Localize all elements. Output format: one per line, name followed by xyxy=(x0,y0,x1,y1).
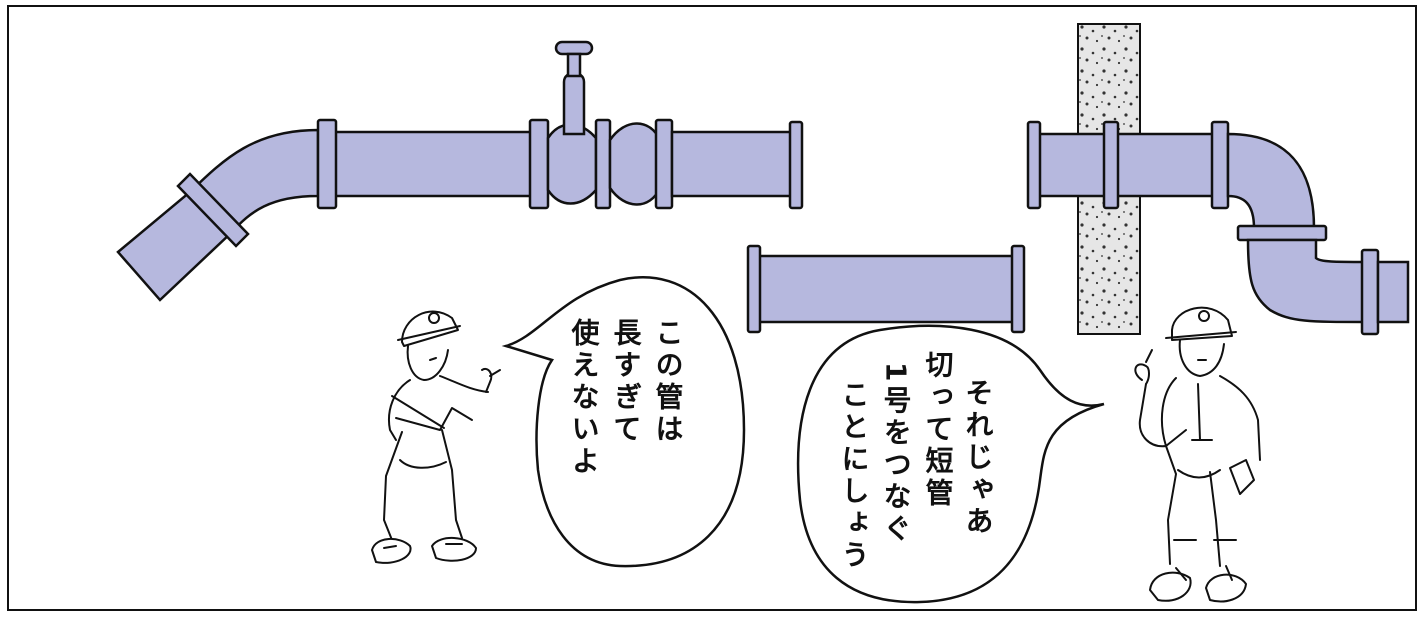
long-loose-pipe xyxy=(746,244,1026,334)
left-bubble-line-2: 長すぎて xyxy=(610,318,643,446)
right-flange-2 xyxy=(1210,120,1230,210)
end-flange xyxy=(788,120,804,210)
left-speech-bubble xyxy=(501,276,746,568)
frame-border xyxy=(7,5,1417,611)
right-bubble-line-4: ことにしょう xyxy=(838,380,871,572)
right-bubble-line-1: それじゃあ xyxy=(962,378,995,538)
right-worker-figure xyxy=(1134,306,1261,603)
pipe-flange-1 xyxy=(316,118,338,210)
right-speech-bubble xyxy=(796,324,1105,604)
right-pipeline xyxy=(1026,120,1410,336)
right-flange-wall xyxy=(1102,120,1120,210)
valve-stem xyxy=(562,71,586,136)
right-elbow-right xyxy=(1246,238,1368,324)
left-bubble-line-3: 使えないよ xyxy=(568,318,601,478)
end-pipe xyxy=(670,130,794,198)
loose-pipe-flange-right xyxy=(1010,244,1026,334)
pipe-flange-2 xyxy=(528,118,550,210)
right-elbow-down xyxy=(1226,132,1316,230)
left-bubble-text: この管は 長すぎて 使えないよ xyxy=(568,318,685,478)
right-bubble-line-2: 切って短管 xyxy=(922,350,955,510)
right-elbow-flange xyxy=(1236,224,1328,242)
left-bubble-line-1: この管は xyxy=(652,318,685,446)
straight-pipe xyxy=(326,130,534,198)
valve-handle xyxy=(554,40,594,56)
right-bubble-line-3: 1号をつなぐ xyxy=(880,362,913,545)
valve-flange xyxy=(594,118,612,210)
check-valve-body xyxy=(608,122,662,206)
right-bubble-text: それじゃあ 切って短管 1号をつなぐ ことにしょう xyxy=(838,350,995,572)
valve-body xyxy=(546,123,598,205)
check-valve-flange xyxy=(654,118,674,210)
right-flange-1 xyxy=(1026,120,1042,210)
elbow-flange xyxy=(176,172,250,248)
right-end-flange xyxy=(1360,248,1380,336)
main-pipeline xyxy=(116,40,804,302)
loose-pipe-flange-left xyxy=(746,244,762,334)
left-worker-figure xyxy=(371,310,501,564)
